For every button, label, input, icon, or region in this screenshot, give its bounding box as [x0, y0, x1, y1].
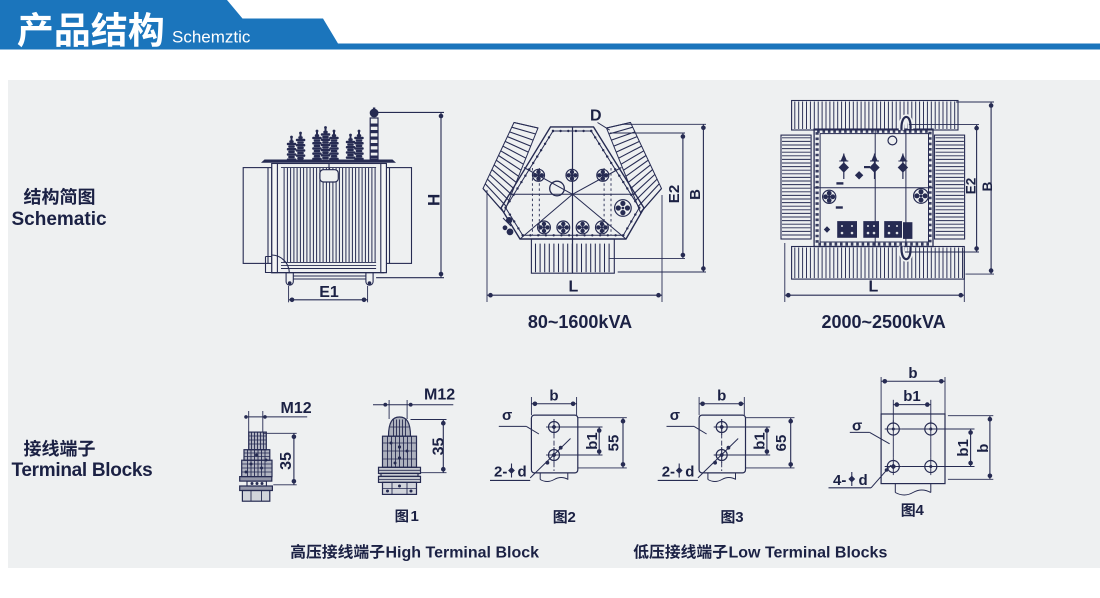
svg-text:b: b	[549, 388, 558, 405]
svg-text:d: d	[685, 464, 694, 481]
svg-text:35: 35	[278, 452, 295, 470]
svg-text:L: L	[869, 279, 879, 296]
svg-text:b1: b1	[955, 439, 972, 457]
svg-text:B: B	[980, 181, 995, 191]
svg-text:Terminal Blocks: Terminal Blocks	[12, 460, 153, 481]
svg-text:High Terminal Block: High Terminal Block	[386, 545, 540, 562]
svg-text:4-: 4-	[833, 472, 846, 489]
svg-text:E2: E2	[666, 185, 683, 203]
svg-text:E2: E2	[964, 178, 979, 195]
svg-text:b1: b1	[752, 432, 769, 450]
svg-text:σ: σ	[670, 407, 680, 424]
svg-text:M12: M12	[281, 400, 312, 417]
svg-text:σ: σ	[502, 407, 512, 424]
svg-text:65: 65	[773, 435, 790, 452]
svg-text:b: b	[975, 444, 992, 453]
svg-text:M12: M12	[424, 387, 455, 404]
svg-text:3: 3	[735, 509, 743, 526]
svg-text:35: 35	[431, 438, 448, 456]
svg-text:E1: E1	[319, 284, 339, 301]
svg-text:55: 55	[606, 435, 623, 452]
svg-text:2-: 2-	[494, 464, 507, 481]
svg-text:Schemztic: Schemztic	[172, 28, 251, 47]
svg-text:Low Terminal Blocks: Low Terminal Blocks	[729, 545, 888, 562]
svg-text:2: 2	[568, 509, 576, 526]
svg-text:80~1600kVA: 80~1600kVA	[528, 312, 632, 332]
svg-text:4: 4	[916, 502, 925, 519]
svg-text:Schematic: Schematic	[12, 209, 107, 230]
svg-text:2000~2500kVA: 2000~2500kVA	[821, 312, 945, 332]
svg-text:d: d	[518, 464, 527, 481]
svg-text:d: d	[859, 472, 868, 489]
svg-text:b: b	[717, 388, 726, 405]
svg-text:b1: b1	[584, 432, 601, 450]
svg-text:B: B	[687, 189, 704, 200]
svg-text:1: 1	[411, 508, 419, 525]
svg-text:2-: 2-	[662, 464, 675, 481]
svg-text:H: H	[425, 194, 444, 206]
svg-text:b1: b1	[903, 388, 921, 405]
svg-text:σ: σ	[852, 418, 862, 435]
svg-text:L: L	[569, 279, 579, 296]
svg-text:b: b	[908, 365, 917, 382]
svg-text:D: D	[590, 108, 602, 125]
